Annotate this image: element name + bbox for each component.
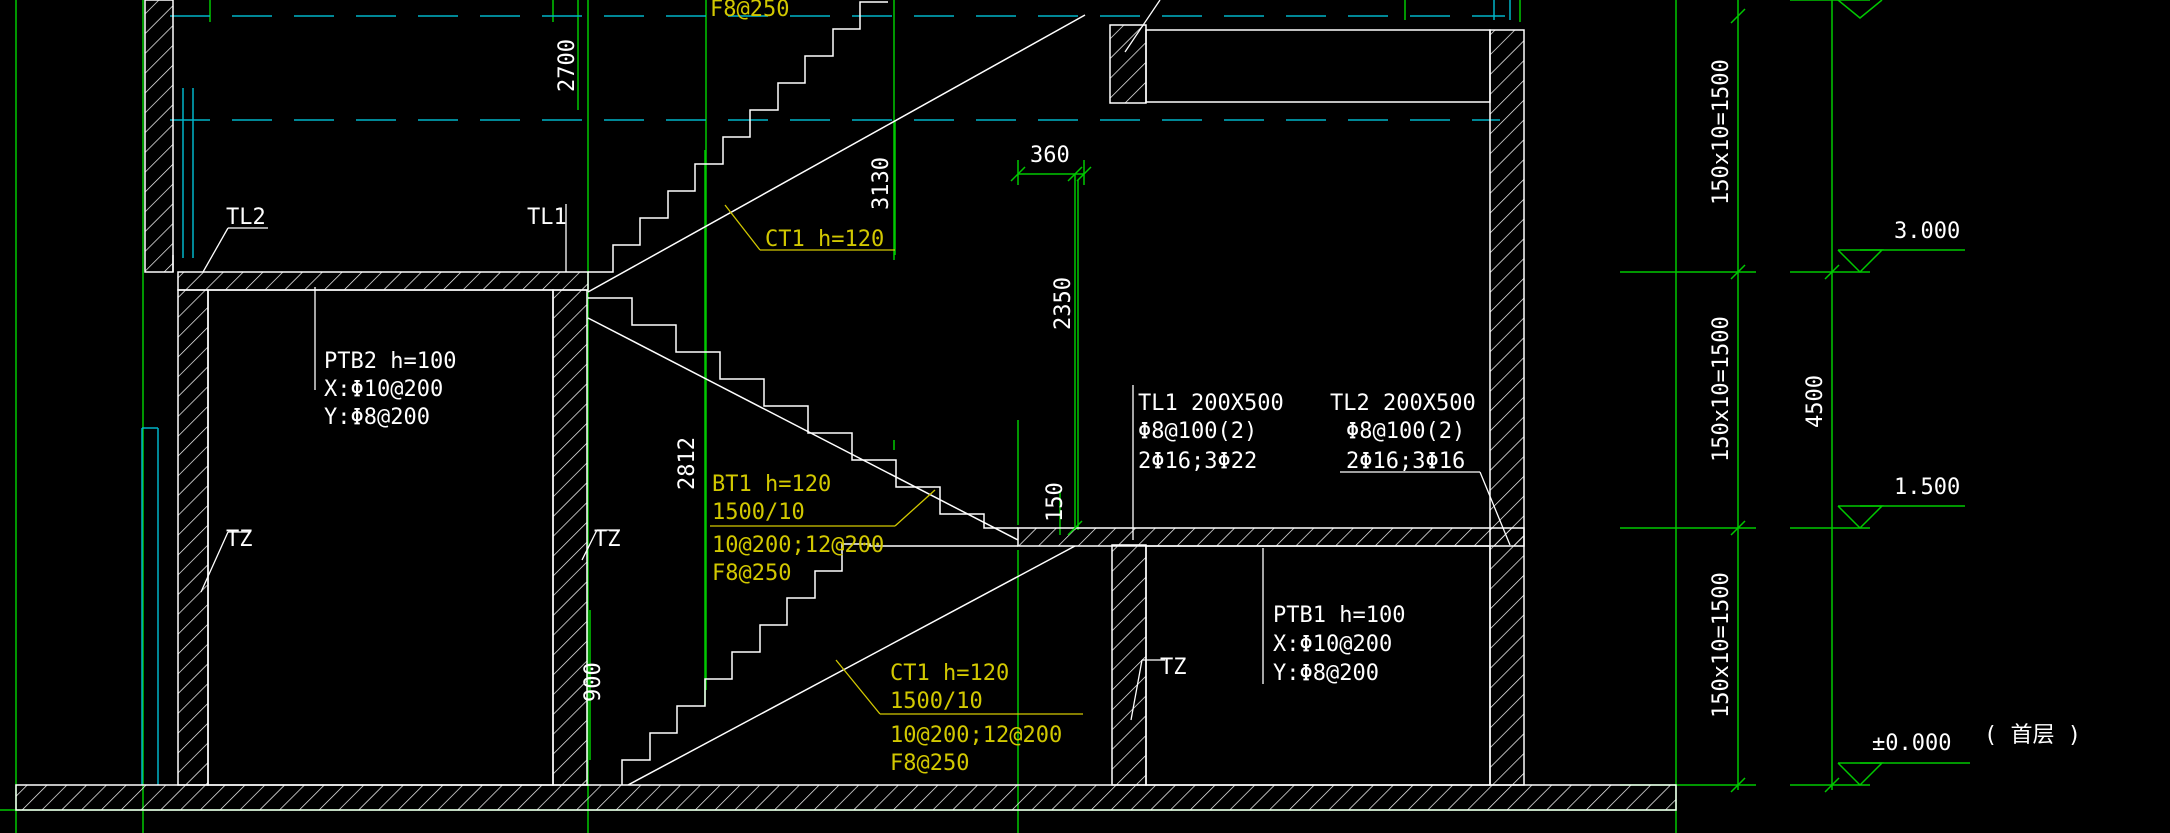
tl2-spec-title: TL2 200X500 bbox=[1330, 391, 1476, 416]
mid-column bbox=[552, 289, 588, 786]
upper-flight-soffit bbox=[587, 14, 1086, 293]
middle-flight-steps bbox=[588, 297, 1018, 529]
axis-lines bbox=[141, 0, 1511, 785]
tl2-spec-stirrup: Φ8@100(2) bbox=[1346, 419, 1465, 444]
ct1-lower-title: CT1 h=120 bbox=[890, 661, 1009, 686]
tl1-spec-bars: 2Φ16;3Φ22 bbox=[1138, 449, 1257, 474]
dim-2350: 2350 bbox=[1051, 277, 1076, 330]
tl2-left-label: TL2 bbox=[226, 205, 266, 230]
elevation-0000: ±0.000 bbox=[1872, 731, 1951, 756]
dim-150: 150 bbox=[1043, 482, 1068, 522]
ptb1-x-rebar: X:Φ10@200 bbox=[1273, 632, 1392, 657]
top-beam bbox=[1109, 24, 1147, 104]
top-rebar-label: F8@250 bbox=[710, 0, 789, 22]
ct1-lower-span: 1500/10 bbox=[890, 689, 983, 714]
tl1-left-label: TL1 bbox=[527, 205, 567, 230]
dimension-ticks bbox=[1010, 8, 1840, 793]
ptb2-y-rebar: Y:Φ8@200 bbox=[324, 405, 430, 430]
text-labels: F8@250 2700 3130 360 2350 2812 150 900 T… bbox=[226, 0, 2081, 776]
ptb2-title: PTB2 h=100 bbox=[324, 349, 456, 374]
upper-flight-steps bbox=[588, 1, 888, 273]
ptb2-x-rebar: X:Φ10@200 bbox=[324, 377, 443, 402]
landing-slab-mid bbox=[1017, 527, 1525, 547]
elevation-3000: 3.000 bbox=[1894, 219, 1960, 244]
lower-flight-steps bbox=[621, 543, 1018, 785]
flight-top-dim: 150x10=1500 bbox=[1709, 59, 1734, 205]
floor-name: ( 首层 ) bbox=[1984, 723, 2081, 748]
room-outlines bbox=[172, 29, 1491, 786]
ct1-lower-dist: F8@250 bbox=[890, 751, 969, 776]
hatched-concrete bbox=[15, 0, 1677, 811]
note-leaders bbox=[710, 204, 1083, 715]
tl2-spec-bars: 2Φ16;3Φ16 bbox=[1346, 449, 1465, 474]
tz-mid-label: TZ bbox=[594, 527, 621, 552]
bt1-span: 1500/10 bbox=[712, 500, 805, 525]
ptb1-title: PTB1 h=100 bbox=[1273, 603, 1405, 628]
dim-3130: 3130 bbox=[869, 157, 894, 210]
dim-360: 360 bbox=[1030, 143, 1070, 168]
dim-2700: 2700 bbox=[555, 39, 580, 92]
tz-right-label: TZ bbox=[1160, 655, 1187, 680]
dim-2812: 2812 bbox=[675, 437, 700, 490]
flight-mid-dim: 150x10=1500 bbox=[1709, 316, 1734, 462]
ground-slab bbox=[15, 784, 1677, 811]
bt1-rebar: 10@200;12@200 bbox=[712, 533, 884, 558]
leader-lines bbox=[200, 0, 1511, 721]
tz-left-label: TZ bbox=[226, 527, 253, 552]
ptb1-y-rebar: Y:Φ8@200 bbox=[1273, 661, 1379, 686]
tl1-spec-title: TL1 200X500 bbox=[1138, 391, 1284, 416]
left-column bbox=[177, 289, 209, 786]
total-height-dim: 4500 bbox=[1803, 375, 1828, 428]
ct1-upper-label: CT1 h=120 bbox=[765, 227, 884, 252]
middle-flight-soffit bbox=[587, 317, 1019, 541]
bt1-dist: F8@250 bbox=[712, 561, 791, 586]
right-wall bbox=[1489, 29, 1525, 786]
bt1-title: BT1 h=120 bbox=[712, 472, 831, 497]
ct1-lower-rebar: 10@200;12@200 bbox=[890, 723, 1062, 748]
stair-flights bbox=[587, 1, 1086, 786]
dim-900: 900 bbox=[581, 662, 606, 702]
flight-bottom-dim: 150x10=1500 bbox=[1709, 572, 1734, 718]
tl1-spec-stirrup: Φ8@100(2) bbox=[1138, 419, 1257, 444]
elevation-1500: 1.500 bbox=[1894, 475, 1960, 500]
landing-slab-upper-left bbox=[177, 271, 589, 291]
left-wall bbox=[144, 0, 174, 273]
lower-flight-soffit bbox=[627, 545, 1076, 786]
elevation-markers bbox=[1837, 0, 1970, 787]
